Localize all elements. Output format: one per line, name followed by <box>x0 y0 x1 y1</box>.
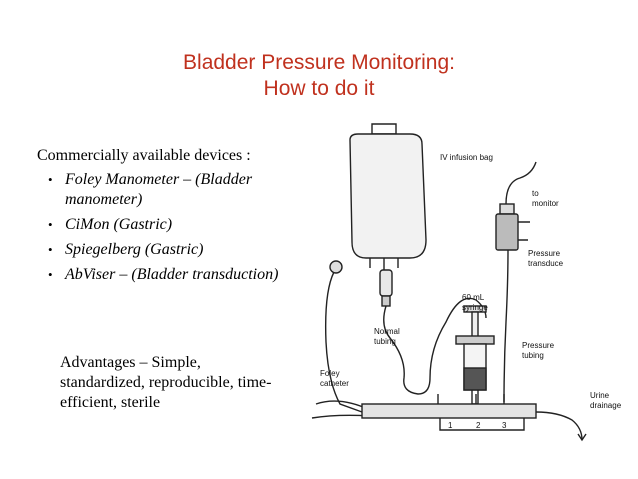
pressure-transducer <box>495 213 519 251</box>
label-60ml: 60 mL <box>462 293 485 302</box>
foley-catheter <box>325 271 363 413</box>
stopcock-manifold <box>361 403 537 419</box>
iv-bag-ports <box>369 258 399 270</box>
catheter-balloon <box>329 260 343 274</box>
label-normal: Normal <box>374 327 400 336</box>
device-label: Foley Manometer – (Bladder manometer) <box>65 171 253 208</box>
urine-drainage-tube <box>535 411 583 441</box>
label-port-1: 1 <box>448 421 453 430</box>
bullet-icon: • <box>48 267 53 282</box>
device-item: • AbViser – (Bladder transduction) <box>48 265 308 285</box>
label-to: to <box>532 189 539 198</box>
label-pressure: Pressure <box>528 249 561 258</box>
advantages-line-1: Advantages – Simple, <box>60 354 201 371</box>
drip-chamber <box>379 269 393 297</box>
drainage-arrow <box>577 433 587 442</box>
stopcock-valves <box>437 394 505 404</box>
label-port-3: 3 <box>502 421 507 430</box>
device-label: Spiegelberg (Gastric) <box>65 241 204 258</box>
advantages-text: Advantages – Simple, standardized, repro… <box>60 353 310 413</box>
label-tubing: tubing <box>374 337 396 346</box>
device-item: • CiMon (Gastric) <box>48 215 308 235</box>
device-item: • Foley Manometer – (Bladder manometer) <box>48 170 308 210</box>
device-label: CiMon (Gastric) <box>65 216 173 233</box>
label-iv-bag: IV infusion bag <box>440 153 493 162</box>
label-pressure-tubing-2: tubing <box>522 351 544 360</box>
roller-clamp <box>381 295 391 307</box>
slide-title: Bladder Pressure Monitoring: How to do i… <box>0 50 638 102</box>
device-list: • Foley Manometer – (Bladder manometer) •… <box>48 170 308 290</box>
syringe-flange <box>455 335 495 345</box>
bladder-pressure-setup-diagram: IV infusion bag to monitor Pressure tran… <box>311 123 622 442</box>
label-pressure-tubing-1: Pressure <box>522 341 555 350</box>
bullet-icon: • <box>48 217 53 232</box>
transducer-fittings <box>518 221 530 241</box>
syringe-tip <box>471 390 479 405</box>
syringe-fluid <box>463 367 487 391</box>
manifold-port-bracket <box>439 418 525 431</box>
title-line-1: Bladder Pressure Monitoring: <box>183 51 455 74</box>
label-urine: Urine <box>590 391 610 400</box>
iv-bag <box>349 133 427 259</box>
label-foley: Foley <box>320 369 340 378</box>
iv-bag-hanger <box>371 123 397 135</box>
device-item: • Spiegelberg (Gastric) <box>48 240 308 260</box>
label-drainage: drainage <box>590 401 622 410</box>
bullet-icon: • <box>48 172 53 187</box>
label-port-2: 2 <box>476 421 481 430</box>
label-syringe: syringe <box>462 303 488 312</box>
pressure-tubing <box>503 249 509 403</box>
title-line-2: How to do it <box>263 77 375 100</box>
intro-text: Commercially available devices : <box>37 147 251 164</box>
bullet-icon: • <box>48 242 53 257</box>
device-label: AbViser – (Bladder transduction) <box>65 266 279 283</box>
label-monitor: monitor <box>532 199 559 208</box>
advantages-line-3: efficient, sterile <box>60 394 161 411</box>
normal-tubing <box>383 297 477 395</box>
advantages-line-2: standardized, reproducible, time- <box>60 374 272 391</box>
label-catheter: catheter <box>320 379 349 388</box>
monitor-cable <box>505 161 537 205</box>
label-transducer: transduce <box>528 259 564 268</box>
transducer-cap <box>499 203 515 215</box>
